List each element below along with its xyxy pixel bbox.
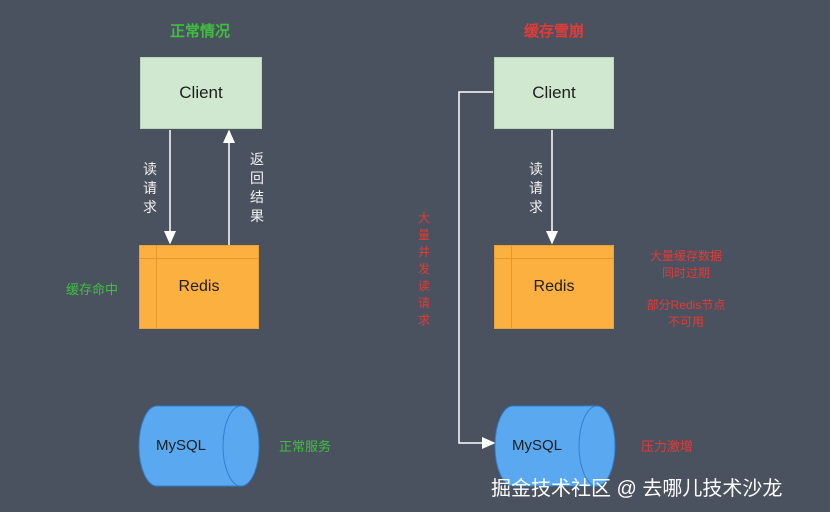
right-redis-label: Redis — [533, 278, 575, 295]
right-client-box: Client — [494, 57, 614, 129]
node-down-note: 部分Redis节点 不可用 — [636, 297, 736, 331]
right-redis-box: Redis — [494, 245, 614, 329]
left-client-label: Client — [179, 83, 223, 102]
left-mysql-label: MySQL — [156, 437, 207, 454]
cache-hit-label: 缓存命中 — [66, 282, 119, 297]
left-redis-label: Redis — [178, 278, 220, 295]
bulk-request-label: 大量并发读请求 — [417, 211, 430, 327]
left-redis-box: Redis — [139, 245, 259, 329]
right-redis-grid-h — [495, 258, 613, 259]
left-mysql-cylinder — [138, 405, 260, 487]
bulk-request-arrow — [458, 91, 496, 449]
expire-note: 大量缓存数据 同时过期 — [640, 248, 732, 282]
expire-note-line1: 大量缓存数据 — [649, 249, 722, 263]
left-client-box: Client — [140, 57, 262, 129]
left-read-request-label: 读请求 — [143, 161, 157, 215]
expire-note-line2: 同时过期 — [661, 266, 710, 280]
right-client-label: Client — [532, 83, 576, 102]
right-mysql-label: MySQL — [512, 437, 563, 454]
right-read-request-label: 读请求 — [529, 161, 543, 215]
right-redis-grid-v — [511, 246, 512, 328]
node-down-note-line2: 不可用 — [667, 315, 704, 329]
left-redis-grid-h — [140, 258, 258, 259]
left-title: 正常情况 — [169, 23, 230, 40]
node-down-note-line1: 部分Redis节点 — [646, 298, 726, 312]
pressure-label: 压力激增 — [641, 439, 694, 454]
left-return-result-label: 返回结果 — [250, 151, 264, 224]
watermark: 掘金技术社区 @ 去哪儿技术沙龙 — [491, 478, 783, 500]
normal-service-label: 正常服务 — [279, 439, 332, 454]
left-redis-grid-v — [156, 246, 157, 328]
right-title: 缓存雪崩 — [523, 23, 584, 40]
right-mysql-cylinder — [494, 405, 616, 487]
